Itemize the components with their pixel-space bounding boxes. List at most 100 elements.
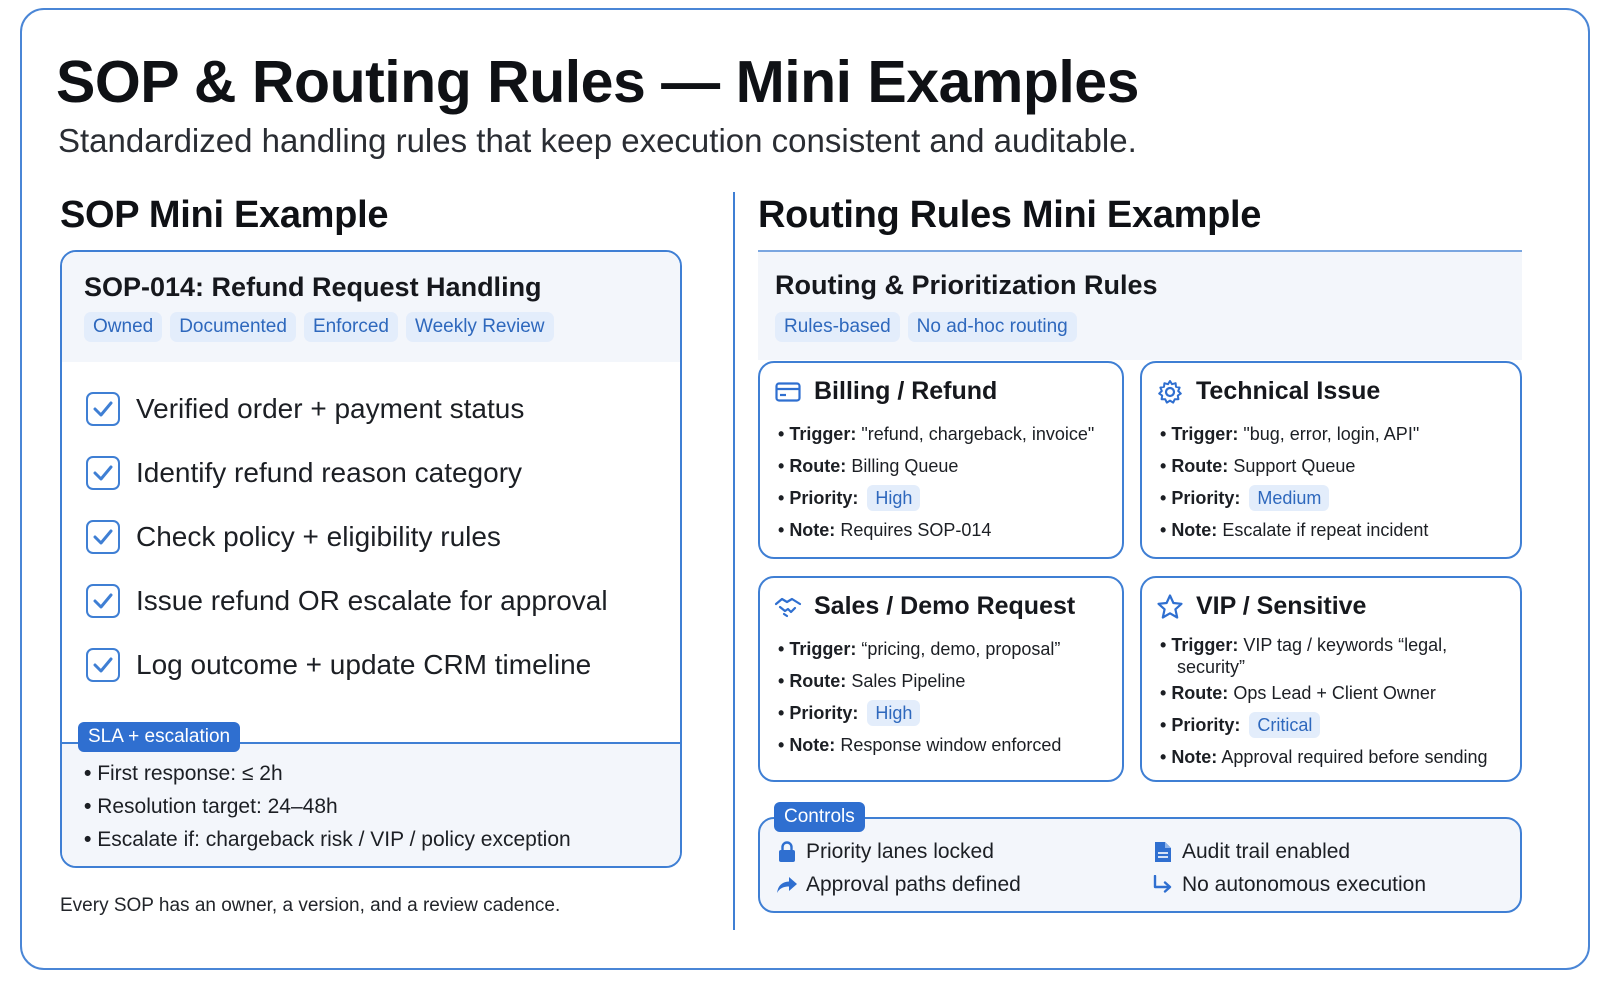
page-subtitle: Standardized handling rules that keep ex… bbox=[58, 122, 1137, 159]
priority-badge: High bbox=[867, 485, 921, 511]
routing-card-title-text: VIP / Sensitive bbox=[1196, 592, 1367, 620]
checkbox-checked-icon bbox=[86, 392, 120, 426]
rule-priority: Priority: High bbox=[778, 700, 921, 726]
rule-value: Response window enforced bbox=[835, 735, 1062, 755]
checkbox-checked-icon bbox=[86, 456, 120, 490]
document-icon bbox=[1152, 841, 1174, 863]
rule-label: Trigger: bbox=[789, 424, 857, 444]
page-title: SOP & Routing Rules — Mini Examples bbox=[56, 49, 1139, 115]
rule-label: Route: bbox=[1171, 456, 1229, 476]
tag-documented: Documented bbox=[170, 312, 296, 342]
routing-card-vip: VIP / Sensitive Trigger: VIP tag / keywo… bbox=[1140, 576, 1522, 782]
sop-step-label: Verified order + payment status bbox=[136, 393, 525, 424]
column-divider bbox=[733, 192, 735, 930]
controls-panel bbox=[758, 817, 1522, 913]
sla-item: First response: ≤ 2h bbox=[84, 762, 282, 786]
routing-card-billing: Billing / Refund Trigger: "refund, charg… bbox=[758, 361, 1124, 559]
control-label: Audit trail enabled bbox=[1182, 840, 1351, 863]
rule-value: "refund, chargeback, invoice" bbox=[856, 424, 1095, 444]
sop-heading: SOP Mini Example bbox=[60, 194, 389, 236]
control-item: No autonomous execution bbox=[1152, 873, 1426, 897]
sop-step-label: Check policy + eligibility rules bbox=[136, 521, 501, 552]
sop-step: Verified order + payment status bbox=[86, 392, 524, 426]
routing-card-title: Sales / Demo Request bbox=[774, 592, 1075, 621]
rule-value: Ops Lead + Client Owner bbox=[1228, 683, 1436, 703]
rule-note: Note: Requires SOP-014 bbox=[778, 519, 991, 541]
tag-owned: Owned bbox=[84, 312, 163, 342]
forward-arrow-icon bbox=[776, 874, 798, 896]
routing-heading: Routing Rules Mini Example bbox=[758, 194, 1262, 236]
sop-step-label: Log outcome + update CRM timeline bbox=[136, 649, 592, 680]
checkbox-checked-icon bbox=[86, 584, 120, 618]
routing-heading-rule bbox=[758, 250, 1522, 252]
sla-badge: SLA + escalation bbox=[78, 722, 241, 752]
rule-value: Approval required before sending bbox=[1217, 747, 1488, 767]
rule-label: Priority: bbox=[1171, 715, 1241, 735]
rule-label: Priority: bbox=[789, 488, 859, 508]
sla-item: Resolution target: 24–48h bbox=[84, 795, 338, 819]
rule-label: Route: bbox=[1171, 683, 1229, 703]
rule-value: "bug, error, login, API" bbox=[1238, 424, 1420, 444]
sop-step: Identify refund reason category bbox=[86, 456, 522, 490]
rule-label: Note: bbox=[1171, 520, 1218, 540]
routing-card-title: VIP / Sensitive bbox=[1156, 592, 1366, 621]
rule-route: Route: Billing Queue bbox=[778, 455, 958, 477]
routing-card-title-text: Sales / Demo Request bbox=[814, 592, 1076, 620]
rule-value: VIP tag / keywords “legal, bbox=[1238, 635, 1448, 655]
rule-priority: Priority: Critical bbox=[1160, 712, 1321, 738]
rule-label: Route: bbox=[789, 456, 847, 476]
rule-label: Note: bbox=[789, 735, 836, 755]
rule-label: Priority: bbox=[789, 703, 859, 723]
priority-badge: Medium bbox=[1249, 485, 1330, 511]
lock-icon bbox=[776, 841, 798, 863]
rule-trigger: Trigger: VIP tag / keywords “legal, bbox=[1160, 634, 1447, 656]
routing-card-title: Technical Issue bbox=[1156, 377, 1380, 406]
routing-panel-header bbox=[758, 252, 1522, 360]
sop-step-label: Identify refund reason category bbox=[136, 457, 523, 488]
sop-step: Log outcome + update CRM timeline bbox=[86, 648, 591, 682]
rule-value: “pricing, demo, proposal” bbox=[856, 639, 1061, 659]
tag-enforced: Enforced bbox=[303, 312, 398, 342]
rule-note: Note: Response window enforced bbox=[778, 734, 1061, 756]
rule-value: Sales Pipeline bbox=[846, 671, 966, 691]
rule-label: Trigger: bbox=[1171, 635, 1239, 655]
rule-label: Trigger: bbox=[1171, 424, 1239, 444]
rule-label: Trigger: bbox=[789, 639, 857, 659]
rule-route: Route: Support Queue bbox=[1160, 455, 1355, 477]
tag-no-adhoc-routing: No ad-hoc routing bbox=[907, 312, 1077, 342]
control-label: Approval paths defined bbox=[806, 873, 1021, 896]
turn-arrow-icon bbox=[1152, 874, 1174, 896]
checkbox-checked-icon bbox=[86, 520, 120, 554]
rule-label: Note: bbox=[789, 520, 836, 540]
routing-card-title-text: Billing / Refund bbox=[814, 377, 998, 405]
rule-priority: Priority: Medium bbox=[1160, 485, 1330, 511]
routing-card-title-text: Technical Issue bbox=[1196, 377, 1381, 405]
rule-label: Priority: bbox=[1171, 488, 1241, 508]
priority-badge: Critical bbox=[1249, 712, 1321, 738]
rule-value: Escalate if repeat incident bbox=[1217, 520, 1429, 540]
tag-rules-based: Rules-based bbox=[775, 312, 900, 342]
sop-step-label: Issue refund OR escalate for approval bbox=[136, 585, 608, 616]
routing-card-title: Billing / Refund bbox=[774, 377, 997, 406]
checkbox-checked-icon bbox=[86, 648, 120, 682]
control-label: No autonomous execution bbox=[1182, 873, 1426, 896]
rule-label: Route: bbox=[789, 671, 847, 691]
sop-footer-note: Every SOP has an owner, a version, and a… bbox=[60, 895, 561, 916]
routing-card-sales: Sales / Demo Request Trigger: “pricing, … bbox=[758, 576, 1124, 782]
rule-value: Billing Queue bbox=[846, 456, 959, 476]
rule-route: Route: Ops Lead + Client Owner bbox=[1160, 682, 1436, 704]
sla-divider bbox=[62, 742, 680, 744]
sop-step: Issue refund OR escalate for approval bbox=[86, 584, 608, 618]
control-item: Approval paths defined bbox=[776, 873, 1021, 897]
rule-trigger: Trigger: “pricing, demo, proposal” bbox=[778, 638, 1060, 660]
controls-badge: Controls bbox=[774, 802, 865, 832]
rule-trigger: Trigger: "refund, chargeback, invoice" bbox=[778, 423, 1094, 445]
rule-note: Note: Approval required before sending bbox=[1160, 746, 1488, 768]
tag-weekly-review: Weekly Review bbox=[405, 312, 554, 342]
control-item: Audit trail enabled bbox=[1152, 840, 1350, 864]
rule-note: Note: Escalate if repeat incident bbox=[1160, 519, 1428, 541]
handshake-icon bbox=[774, 593, 802, 621]
routing-card-technical: Technical Issue Trigger: "bug, error, lo… bbox=[1140, 361, 1522, 559]
rule-route: Route: Sales Pipeline bbox=[778, 670, 965, 692]
